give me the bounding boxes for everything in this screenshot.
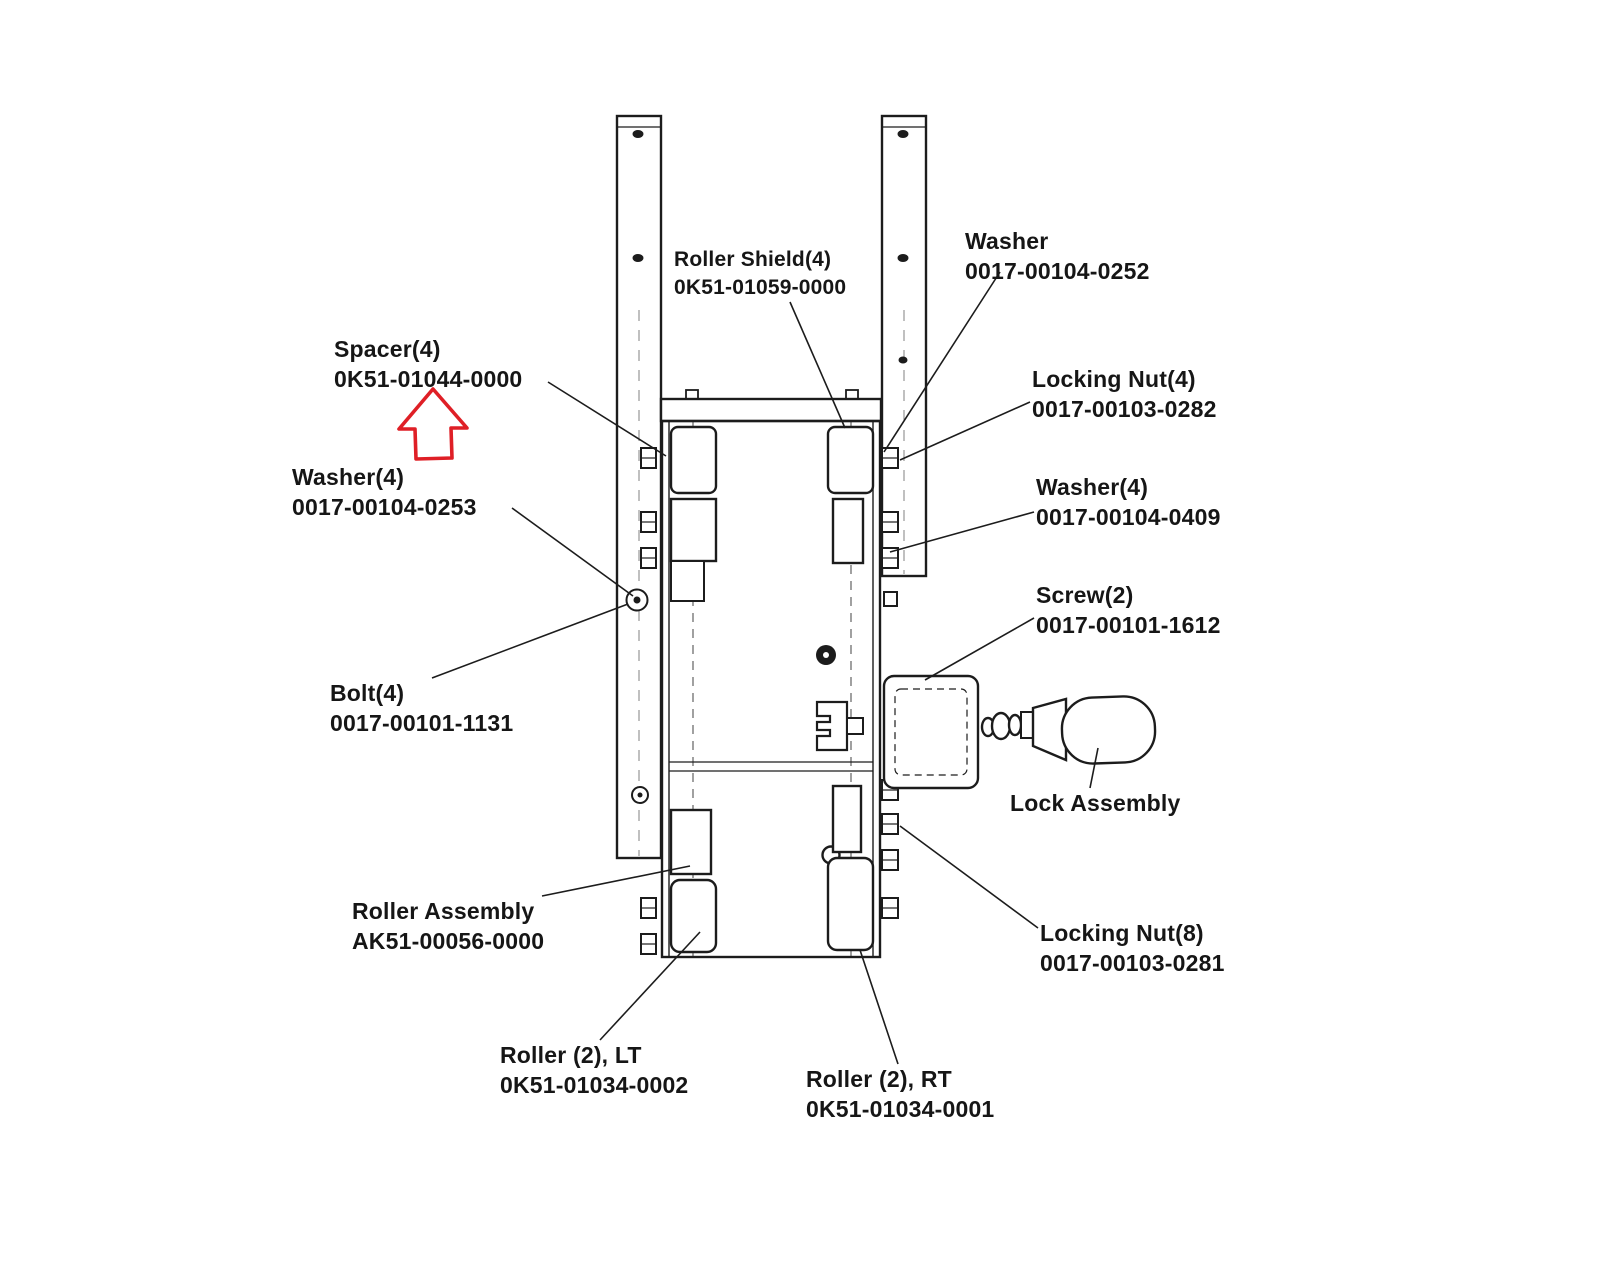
right-fasteners [881,447,899,919]
part-name: Roller (2), LT [500,1042,642,1068]
roller-shield-top-left [669,425,718,602]
left-fasteners [625,447,657,955]
main-body [659,389,883,959]
part-number: 0K51-01034-0002 [500,1072,689,1098]
leader-roller-assembly [541,865,691,897]
callout-washer-right: Washer(4) 0017-00104-0409 [1036,472,1221,532]
part-number: 0K51-01044-0000 [334,366,523,392]
rail-hole [898,356,908,364]
callout-roller-rt: Roller (2), RT 0K51-01034-0001 [806,1064,994,1124]
part-number: 0017-00101-1612 [1036,612,1221,638]
lock-lever-shaft [1031,697,1068,762]
part-name: Washer(4) [292,464,405,490]
callout-washer-left: Washer(4) 0017-00104-0253 [292,462,477,522]
rail-hole [897,254,909,262]
part-number: 0017-00103-0282 [1032,396,1217,422]
part-name: Spacer(4) [334,336,441,362]
leader-washer-top [883,271,1001,453]
part-name: Roller Shield(4) [674,248,832,271]
top-plate [659,397,883,423]
top-tab [685,389,699,400]
callout-locking-nut-8: Locking Nut(8) 0017-00103-0281 [1040,918,1225,978]
part-name: Locking Nut(8) [1040,920,1204,946]
lock-knob [1060,695,1157,765]
leader-roller-shield [789,301,846,429]
leader-lines [431,271,1099,1065]
lock-joint [990,711,1012,741]
callout-lock-assembly: Lock Assembly [1010,788,1180,818]
leader-bolt-4 [431,603,629,679]
roller-bottom-right [826,784,875,952]
leader-spacer [547,381,667,457]
leader-lock-assembly [1089,747,1099,789]
callout-screw-2: Screw(2) 0017-00101-1612 [1036,580,1221,640]
leader-locking-nut-4 [899,401,1031,461]
callout-locking-nut-4: Locking Nut(4) 0017-00103-0282 [1032,364,1217,424]
lock-joint [1007,713,1023,737]
callout-roller-shield: Roller Shield(4) 0K51-01059-0000 [674,246,846,302]
body-face [660,419,882,959]
part-name: Lock Assembly [1010,790,1181,816]
callout-bolt-4: Bolt(4) 0017-00101-1131 [330,678,513,738]
part-number: 0017-00104-0252 [965,258,1150,284]
part-name: Roller Assembly [352,898,535,924]
part-number: 0K51-01034-0001 [806,1096,995,1122]
rail-hole [632,254,644,262]
part-name: Screw(2) [1036,582,1134,608]
roller-bottom-left [669,808,718,954]
callout-roller-lt: Roller (2), LT 0K51-01034-0002 [500,1040,688,1100]
part-name: Washer [965,228,1049,254]
leader-washer-right [889,511,1035,553]
callout-roller-assembly: Roller Assembly AK51-00056-0000 [352,896,544,956]
part-name: Roller (2), RT [806,1066,952,1092]
part-name: Locking Nut(4) [1032,366,1196,392]
leader-washer-left [511,507,634,597]
part-number: 0017-00104-0409 [1036,504,1221,530]
highlight-arrow-icon [397,387,469,461]
part-number: 0K51-01059-0000 [674,276,847,299]
left-rail [615,114,663,860]
part-name: Washer(4) [1036,474,1149,500]
part-number: 0017-00103-0281 [1040,950,1225,976]
rail-hole [632,130,644,138]
leader-roller-lt [599,931,701,1041]
part-number: AK51-00056-0000 [352,928,545,954]
part-name: Bolt(4) [330,680,405,706]
locking-nut [883,591,898,607]
leader-locking-nut-8 [899,825,1039,929]
leader-screw-2 [924,617,1035,681]
callout-washer-top: Washer 0017-00104-0252 [965,226,1150,286]
roller-shield-top-right [826,425,875,565]
lock-assembly-drawing [882,674,1157,790]
lock-body [882,674,980,790]
part-number: 0017-00104-0253 [292,494,477,520]
part-number: 0017-00101-1131 [330,710,514,736]
leader-roller-rt [859,949,899,1065]
callout-spacer: Spacer(4) 0K51-01044-0000 [334,334,522,394]
right-rail [880,114,928,578]
screw-bracket-drawing [815,700,864,752]
rail-hole [897,130,909,138]
top-tab [845,389,859,400]
